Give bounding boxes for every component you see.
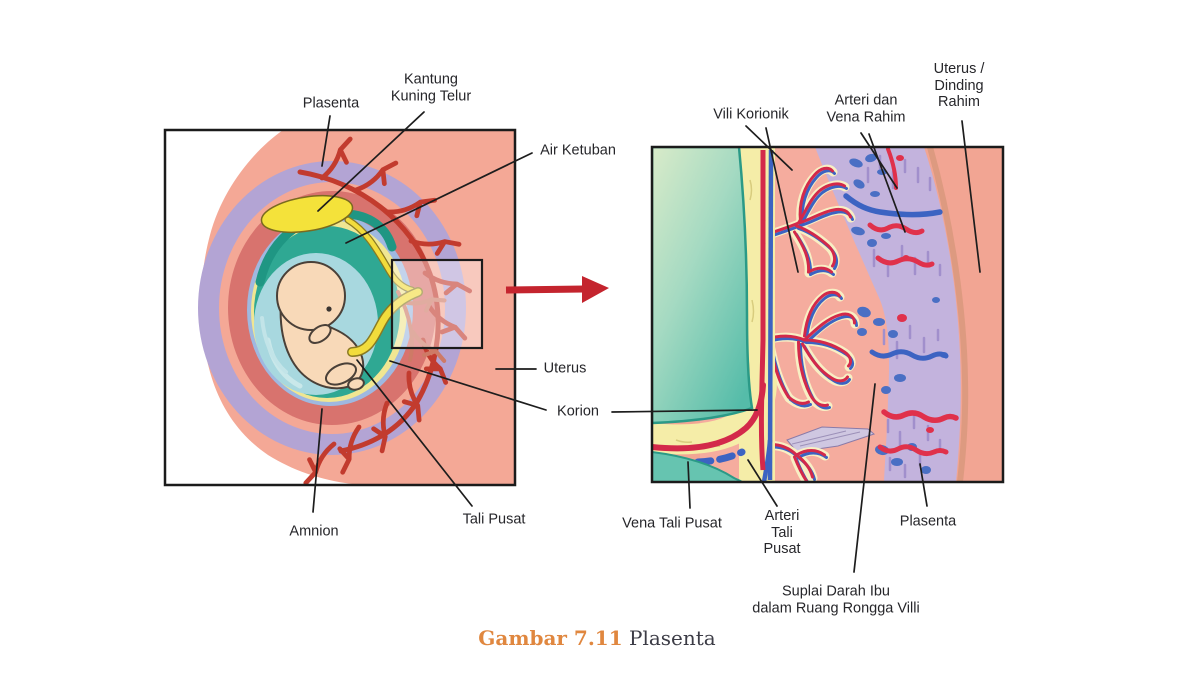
figure-caption-number: Gambar 7.11 (478, 626, 623, 650)
figure-caption: Gambar 7.11 Plasenta (478, 626, 715, 650)
uterine-artery (867, 222, 925, 236)
label-suplai-darah-ibu: Suplai Darah Ibu dalam Ruang Rongga Vill… (752, 583, 920, 616)
label-arteri-tali-pusat: Arteri Tali Pusat (763, 507, 801, 558)
embryo (276, 261, 365, 391)
label-tali-pusat: Tali Pusat (462, 511, 526, 528)
zoom-rectangle (390, 258, 484, 350)
label-arteri-dan-vena-rahim: Arteri dan Vena Rahim (826, 92, 906, 125)
label-vena-tali-pusat: Vena Tali Pusat (622, 515, 722, 532)
right-panel-illustration (650, 145, 1005, 484)
figure-caption-text: Plasenta (622, 626, 716, 650)
leader-lines (312, 111, 981, 573)
label-plasenta-right: Plasenta (899, 513, 957, 530)
magnify-arrow-icon (505, 276, 609, 303)
right-panel-border (650, 145, 1005, 484)
uterus-wall-edge (927, 147, 969, 482)
yolk-sac (260, 194, 416, 294)
decidua-band (815, 147, 961, 482)
umbilical-cord-left (347, 287, 423, 357)
label-plasenta-left: Plasenta (302, 95, 360, 112)
left-panel-border (163, 128, 517, 487)
label-korion: Korion (557, 403, 599, 420)
label-air-ketuban: Air Ketuban (540, 142, 616, 159)
uterine-vein (843, 193, 943, 218)
embryo-eye (326, 306, 332, 312)
label-uterus-dinding-rahim: Uterus / Dinding Rahim (933, 60, 985, 111)
label-uterus-left: Uterus (543, 360, 587, 377)
left-panel-illustration (163, 128, 517, 487)
label-amnion: Amnion (289, 523, 339, 540)
label-vili-korionik: Vili Korionik (713, 106, 789, 123)
label-kantung-kuning-telur: Kantung Kuning Telur (390, 71, 472, 104)
